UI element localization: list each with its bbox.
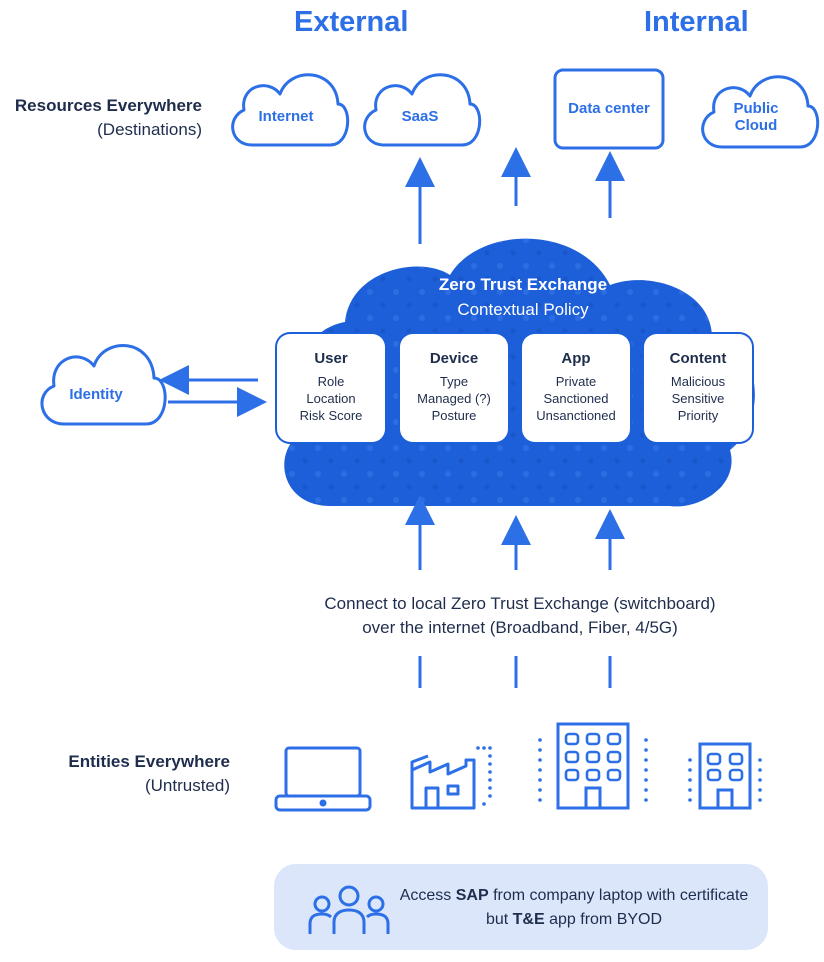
policy-title: Device bbox=[429, 350, 479, 367]
data-center-label: Data center bbox=[568, 100, 650, 117]
identity-cloud-icon bbox=[40, 343, 167, 426]
policy-user-card: User Role Location Risk Score bbox=[277, 334, 385, 442]
policy-item: Private bbox=[555, 374, 597, 389]
zero-trust-cloud-icon bbox=[284, 238, 755, 507]
public-cloud-label-line2: Cloud bbox=[734, 117, 778, 134]
policy-item: Unsanctioned bbox=[536, 408, 616, 423]
footer-callout: Access SAP from company laptop with cert… bbox=[274, 864, 768, 950]
policy-item: Type bbox=[439, 374, 469, 389]
zte-title: Zero Trust Exchange bbox=[438, 275, 608, 294]
footer-bold-te: T&E bbox=[512, 911, 545, 928]
policy-content-card: Content Malicious Sensitive Priority bbox=[644, 334, 752, 442]
external-heading: External bbox=[294, 6, 409, 38]
policy-device-card: Device Type Managed (?) Posture bbox=[400, 334, 508, 442]
policy-title: Content bbox=[669, 350, 727, 367]
policy-item: Managed (?) bbox=[417, 391, 491, 406]
office-building-icon bbox=[538, 722, 648, 810]
saas-cloud-icon bbox=[363, 73, 482, 147]
footer-text-part1: Access bbox=[399, 887, 456, 904]
resources-subtitle: (Destinations) bbox=[97, 120, 202, 139]
policy-item: Sanctioned bbox=[543, 391, 609, 406]
users-group-icon bbox=[308, 885, 390, 934]
branch-building-icon bbox=[688, 742, 762, 810]
policy-title: User bbox=[314, 350, 348, 367]
factory-icon bbox=[410, 746, 492, 810]
policy-item: Posture bbox=[431, 408, 477, 423]
identity-label: Identity bbox=[69, 386, 123, 403]
zte-subtitle: Contextual Policy bbox=[457, 300, 589, 319]
policy-item: Malicious bbox=[670, 374, 726, 389]
policy-item: Sensitive bbox=[671, 391, 725, 406]
internal-heading: Internal bbox=[644, 6, 749, 38]
connect-line1: Connect to local Zero Trust Exchange (sw… bbox=[324, 594, 716, 613]
entities-title: Entities Everywhere bbox=[68, 752, 230, 771]
policy-app-card: App Private Sanctioned Unsanctioned bbox=[522, 334, 630, 442]
laptop-icon bbox=[274, 746, 372, 812]
policy-item: Role bbox=[317, 374, 345, 389]
footer-bold-sap: SAP bbox=[455, 887, 489, 904]
internet-cloud-icon bbox=[231, 73, 350, 147]
policy-item: Location bbox=[306, 391, 356, 406]
footer-text: Access SAP from company laptop with cert… bbox=[394, 884, 754, 932]
data-center-rect-icon bbox=[553, 68, 665, 150]
public-cloud-icon bbox=[701, 75, 820, 149]
public-cloud-label-line1: Public bbox=[733, 100, 779, 117]
footer-text-part2: from company laptop with certificate but bbox=[485, 887, 749, 928]
footer-text-part3: app from BYOD bbox=[544, 911, 663, 928]
saas-label: SaaS bbox=[401, 108, 439, 125]
policy-title: App bbox=[561, 350, 591, 367]
policy-item: Risk Score bbox=[299, 408, 363, 423]
internet-label: Internet bbox=[258, 108, 314, 125]
policy-item: Priority bbox=[677, 408, 719, 423]
resources-title: Resources Everywhere bbox=[14, 96, 202, 115]
connect-line2: over the internet (Broadband, Fiber, 4/5… bbox=[362, 618, 678, 637]
entities-subtitle: (Untrusted) bbox=[144, 776, 230, 795]
